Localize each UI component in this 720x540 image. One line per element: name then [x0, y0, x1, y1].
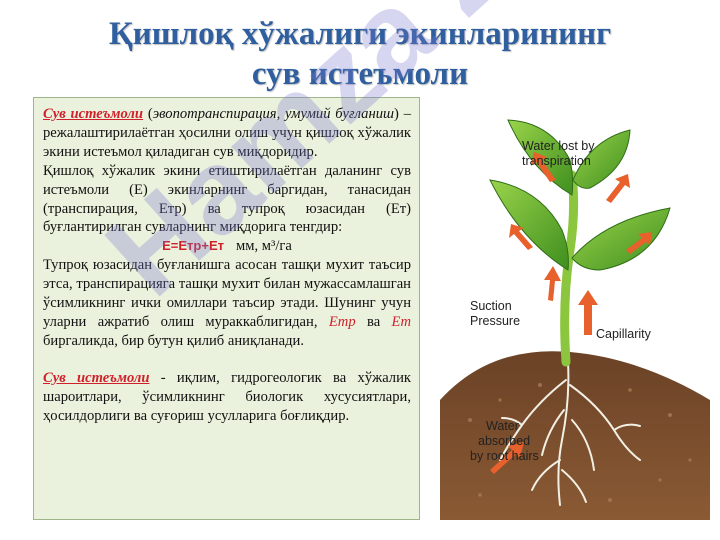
roots — [499, 361, 641, 506]
plant-illustration: Water lost by transpiration Suction Pres… — [440, 119, 710, 520]
stem — [560, 170, 579, 367]
synonyms: эвопотранспирация, умумий буғланиш — [152, 106, 395, 122]
paragraph-definition: Сув истеъмоли (эвопотранспирация, умумий… — [43, 106, 412, 160]
formula: Е=Етр+Ет — [162, 238, 224, 254]
absorption-arrow — [490, 442, 524, 474]
leaf-upper-right — [572, 129, 631, 189]
capillarity-arrow — [578, 290, 598, 335]
paragraph-field-consumption: Қишлоқ хўжалик экини етиштирилаётган дал… — [43, 162, 411, 236]
label-suction-pressure: Suction Pressure — [470, 299, 520, 328]
formula-line: Е=Етр+Ет мм, м³/га — [43, 237, 411, 256]
soil-specks — [468, 383, 692, 502]
paragraph-evaporation: Тупроқ юзасидан буғланишга асосан ташқи … — [43, 257, 411, 349]
slide-title: Қишлоқ хўжалиги экинларининг сув истеъмо… — [0, 14, 720, 94]
leaf-lower-left — [489, 179, 569, 271]
title-line-2: сув истеъмоли — [251, 56, 469, 92]
spacer — [43, 351, 411, 369]
plant-water-diagram: Water lost by transpiration Suction Pres… — [430, 100, 720, 540]
suction-arrow — [544, 266, 561, 301]
label-transpiration: Water lost by transpiration — [522, 139, 598, 168]
transpiration-arrows — [509, 152, 652, 254]
paragraph-dependencies: Сув истеъмоли - иқлим, гидрогеологик ва … — [43, 369, 411, 424]
formula-units: мм, м³/га — [235, 238, 292, 255]
label-water-absorbed: Water absorbed by root hairs — [470, 419, 539, 463]
label-capillarity: Capillarity — [596, 327, 652, 341]
title-line-1: Қишлоқ хўжалиги экинларининг — [108, 16, 612, 52]
soil-mound — [440, 351, 710, 520]
leaf-lower-right — [571, 207, 671, 271]
definition-panel: Сув истеъмоли (эвопотранспирация, умумий… — [33, 97, 420, 520]
term-water-consumption-2: Сув истеъмоли — [43, 369, 150, 386]
term-water-consumption: Сув истеъмоли — [43, 106, 144, 122]
